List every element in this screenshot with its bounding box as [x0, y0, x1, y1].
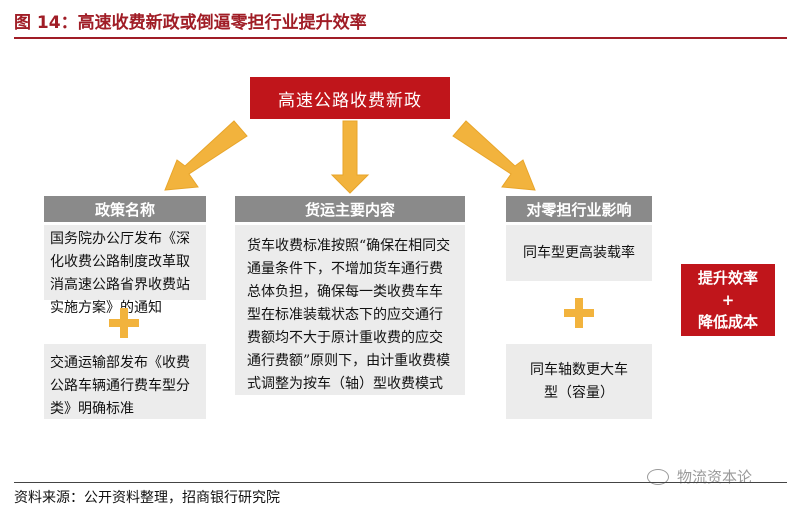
header-freight-content: 货运主要内容: [235, 196, 465, 222]
box-impact-1: 同车型更高装载率: [506, 225, 652, 281]
result-line-cost: 降低成本: [697, 313, 758, 331]
wechat-icon: [647, 468, 669, 485]
box-freight-content: 货车收费标准按照“确保在相同交通量条件下，不增加货车通行费总体负担，确保每一类收…: [235, 225, 465, 395]
header-ltl-impact: 对零担行业影响: [506, 196, 652, 222]
result-box: 提升效率 + 降低成本: [681, 264, 775, 336]
box-impact-2: 同车轴数更大车型（容量）: [506, 344, 652, 419]
center-policy-box: 高速公路收费新政: [250, 77, 450, 119]
figure-title: 图 14：高速收费新政或倒逼零担行业提升效率: [14, 13, 367, 33]
result-line-efficiency: 提升效率: [697, 269, 758, 287]
arrow-middle: [330, 120, 370, 194]
watermark-text: 物流资本论: [677, 468, 753, 486]
box-policy-2: 交通运输部发布《收费公路车辆通行费车型分类》明确标准: [44, 344, 206, 419]
watermark: 物流资本论: [647, 466, 752, 487]
plus-icon: [109, 308, 139, 338]
arrow-right: [452, 120, 536, 191]
box-policy-1: 国务院办公厅发布《深化收费公路制度改革取消高速公路省界收费站实施方案》的通知: [44, 225, 206, 316]
plus-icon: [564, 298, 594, 328]
title-divider: [14, 37, 787, 39]
source-note: 资料来源：公开资料整理，招商银行研究院: [14, 490, 280, 506]
footer-divider: [14, 482, 787, 483]
arrow-left: [164, 120, 248, 191]
header-policy-name: 政策名称: [44, 196, 206, 222]
result-plus: +: [721, 291, 735, 309]
